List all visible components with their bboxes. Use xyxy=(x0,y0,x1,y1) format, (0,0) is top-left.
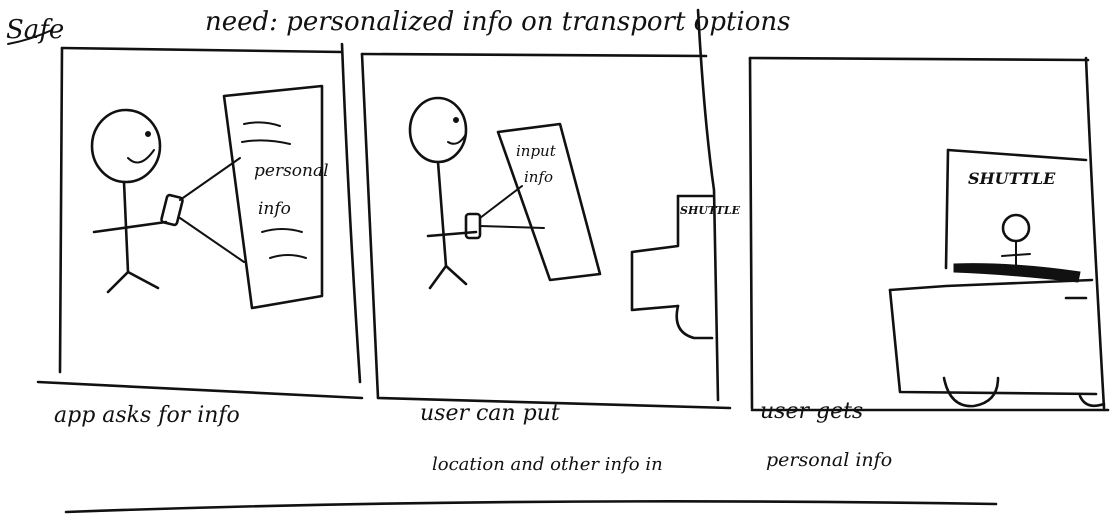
header-tag: Safe xyxy=(6,15,64,45)
panel-1-bottom-border xyxy=(36,380,364,400)
panel-1-caption-line-1: app asks for info xyxy=(54,403,240,428)
panel-3-left-border xyxy=(748,56,754,410)
tag-underline xyxy=(7,29,53,45)
panel-3-caption-line-2: personal info xyxy=(766,449,892,471)
shuttle-3: SHUTTLE xyxy=(888,148,1106,408)
panel-2-bottom-border xyxy=(376,396,732,410)
form-1-squiggle-c xyxy=(261,228,303,233)
stick-figure-2 xyxy=(408,96,545,290)
form-1-squiggle-a xyxy=(243,121,281,127)
shuttle-2: SHUTTLE xyxy=(630,194,741,340)
panel-2-caption-line-2: location and other info in xyxy=(432,454,663,475)
panel-1-top-border xyxy=(60,46,344,54)
figure-3-head xyxy=(1001,213,1031,243)
figure-1-head xyxy=(90,108,162,184)
shuttle-3-front xyxy=(944,148,950,270)
phone-1-beam xyxy=(179,157,245,263)
figure-2-legs xyxy=(428,264,468,290)
shuttle-3-wheel-back xyxy=(1078,394,1106,408)
phone-1 xyxy=(160,193,184,227)
header: Safe need: personalized info on transpor… xyxy=(6,7,790,45)
figure-1-arms xyxy=(92,220,168,234)
shuttle-3-wheel-front xyxy=(942,376,1000,408)
shuttle-3-label: SHUTTLE xyxy=(968,169,1056,188)
panel-2-top-border xyxy=(360,52,708,58)
form-2-line-2: info xyxy=(524,168,553,186)
panel-3-top-border xyxy=(748,56,1090,62)
shuttle-3-window-bar xyxy=(953,263,1081,283)
panel-2: input info SHUTTLE user can put location… xyxy=(360,8,741,475)
panel-1-left-border xyxy=(58,46,64,374)
panel-2-left-border xyxy=(360,52,380,400)
shuttle-2-label: SHUTTLE xyxy=(680,204,741,217)
form-sheet-1-outline xyxy=(222,84,324,310)
shuttle-2-wheel xyxy=(675,304,714,340)
form-1-squiggle-d xyxy=(269,254,307,259)
figure-2-arms xyxy=(426,230,478,238)
shuttle-3-roof xyxy=(946,148,1088,162)
panel-3: SHUTTLE user gets personal info xyxy=(748,56,1110,471)
panel-1: personal info app asks for info xyxy=(36,42,364,428)
form-1-line-1: personal xyxy=(254,161,329,181)
panel-2-caption-line-1: user can put xyxy=(420,401,560,426)
figure-2-head xyxy=(408,96,468,164)
shuttle-3-bottom xyxy=(888,288,1098,396)
phone-2 xyxy=(464,212,482,240)
figure-2-eye xyxy=(453,117,459,123)
phone-2-beam xyxy=(479,185,545,229)
header-need: need: personalized info on transport opt… xyxy=(205,7,790,37)
shuttle-3-window-line xyxy=(888,278,1094,292)
panel-2-right-border xyxy=(696,8,720,402)
panel-3-right-border xyxy=(1084,56,1106,410)
figure-1-smile xyxy=(127,149,155,164)
form-1-line-2: info xyxy=(258,199,291,219)
figure-1-eye xyxy=(145,131,151,137)
shuttle-2-body xyxy=(630,194,680,312)
form-1-squiggle-b xyxy=(241,139,291,145)
stick-figure-3 xyxy=(1001,213,1031,267)
form-sheet-2-outline xyxy=(496,122,602,282)
figure-2-smile xyxy=(447,133,467,145)
figure-2-body xyxy=(436,160,448,268)
form-sheet-1: personal info xyxy=(222,84,329,310)
panel-1-right-border xyxy=(340,42,362,384)
form-sheet-2: input info xyxy=(496,122,602,282)
figure-1-legs xyxy=(106,270,160,294)
bottom-divider xyxy=(64,500,998,514)
stick-figure-1 xyxy=(90,108,245,294)
panel-3-caption-line-1: user gets xyxy=(760,399,863,424)
form-2-line-1: input xyxy=(516,142,557,160)
figure-3-arms xyxy=(1001,253,1031,257)
